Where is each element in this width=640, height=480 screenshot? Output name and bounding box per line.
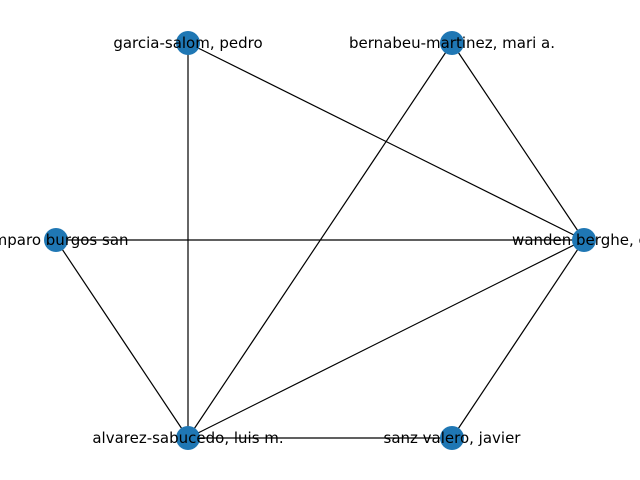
node-label-amparo: amparo burgos san	[0, 231, 129, 249]
labels-layer: garcia-salom, pedro bernabeu-martinez, ma…	[0, 34, 640, 447]
node-wanden	[572, 228, 596, 252]
edge-bernabeu-wanden	[451, 42, 585, 241]
node-sanz	[440, 426, 464, 450]
node-label-garcia: garcia-salom, pedro	[113, 34, 262, 52]
edge-wanden-alvarez	[187, 239, 585, 439]
node-alvarez	[176, 426, 200, 450]
node-label-alvarez: alvarez-sabucedo, luis m.	[92, 429, 283, 447]
node-label-bernabeu: bernabeu-martinez, mari a.	[349, 34, 555, 52]
node-label-sanz: sanz valero, javier	[384, 429, 522, 447]
node-label-wanden: wanden berghe, ca	[512, 231, 640, 249]
node-amparo	[44, 228, 68, 252]
nodes-layer	[44, 31, 596, 450]
node-garcia	[176, 31, 200, 55]
edge-wanden-sanz	[451, 239, 585, 439]
edge-amparo-alvarez	[55, 239, 189, 439]
node-bernabeu	[440, 31, 464, 55]
edges-layer	[55, 42, 585, 439]
